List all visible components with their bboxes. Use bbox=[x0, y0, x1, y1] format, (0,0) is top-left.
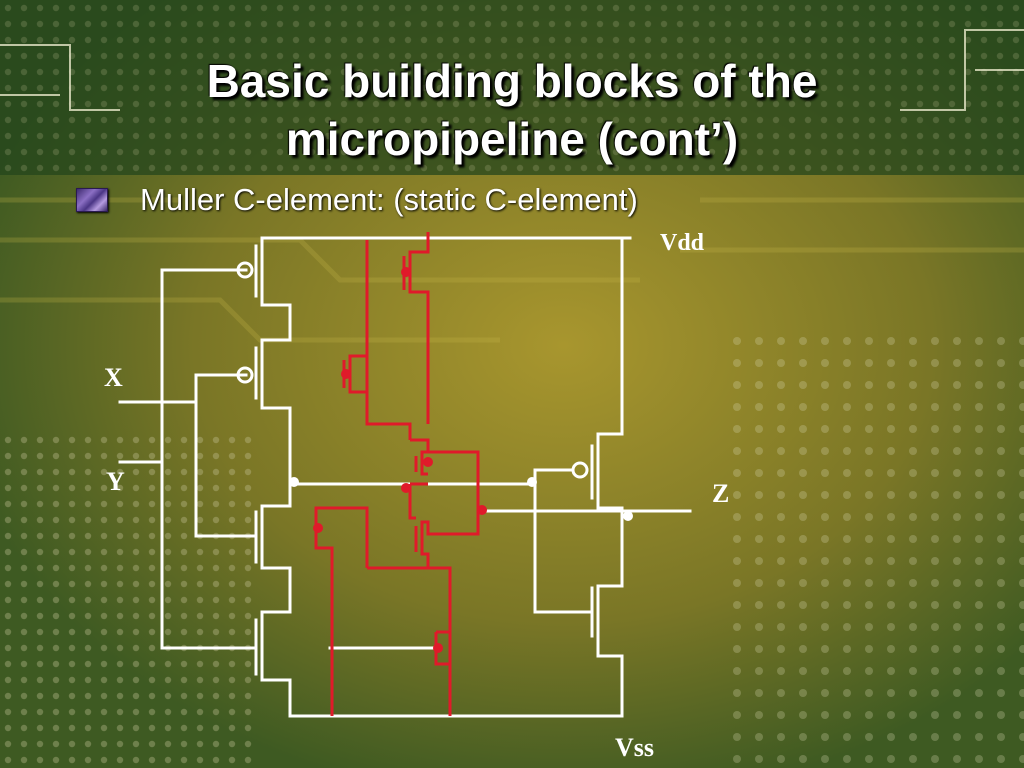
junction-dot bbox=[527, 477, 537, 487]
junction-dot bbox=[401, 267, 411, 277]
pmos-gate-bubble bbox=[571, 461, 589, 479]
white-wiring bbox=[118, 236, 692, 718]
pmos-gate-bubble bbox=[236, 366, 254, 384]
inversion-bubbles bbox=[236, 261, 589, 479]
pmos-gate-bubble bbox=[236, 261, 254, 279]
slide-title: Basic building blocks of the micropipeli… bbox=[112, 52, 912, 168]
title-line-1: Basic building blocks of the bbox=[206, 55, 818, 107]
bullet-text: Muller C-element: (static C-element) bbox=[140, 182, 638, 217]
junction-dot bbox=[433, 643, 443, 653]
junction-dots bbox=[289, 477, 633, 521]
y-input-label: Y bbox=[106, 467, 125, 496]
junction-dot bbox=[623, 511, 633, 521]
z-output-label: Z bbox=[712, 479, 729, 508]
junction-dot bbox=[289, 477, 299, 487]
red-feedback-wiring bbox=[314, 232, 480, 716]
junction-dot bbox=[401, 483, 411, 493]
junction-dot bbox=[341, 369, 351, 379]
vss-label: Vss bbox=[615, 733, 654, 762]
x-input-label: X bbox=[104, 363, 123, 392]
purple-chip-bullet-icon bbox=[76, 188, 108, 212]
vdd-label: Vdd bbox=[660, 230, 705, 256]
title-line-2: micropipeline (cont’) bbox=[285, 113, 739, 165]
bullet-item: Muller C-element: (static C-element) bbox=[76, 182, 638, 218]
red-junction-dots bbox=[313, 267, 487, 653]
junction-dot bbox=[477, 505, 487, 515]
junction-dot bbox=[423, 457, 433, 467]
junction-dot bbox=[313, 523, 323, 533]
